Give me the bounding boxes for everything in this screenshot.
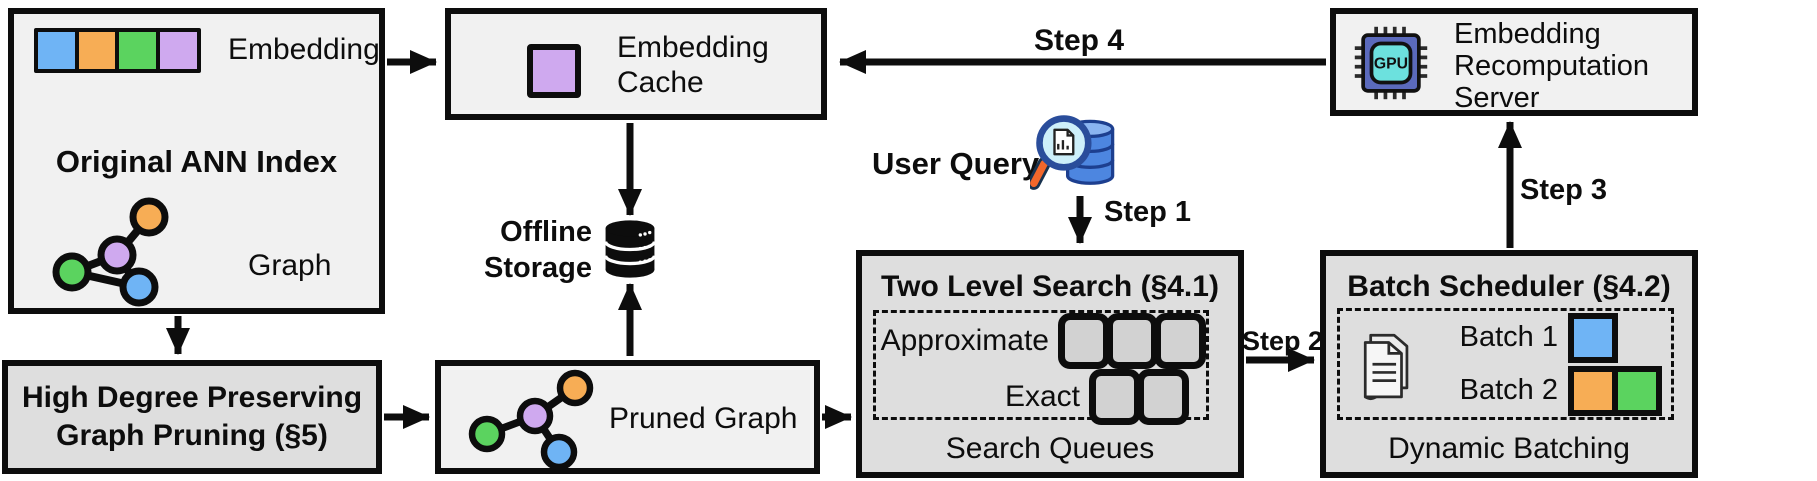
queue-slot-icon [1154, 313, 1206, 369]
approximate-queue-icons [1058, 313, 1206, 369]
query-pages-icon [1363, 333, 1409, 401]
embedding-cache-label: Embedding Cache [617, 31, 769, 99]
search-queues-panel: Approximate Exact [873, 310, 1209, 425]
batch-scheduler-title: Batch Scheduler (§4.2) [1347, 270, 1671, 303]
graph-label: Graph [248, 249, 332, 282]
query-search-icon [1030, 115, 1115, 190]
offline-storage-database-icon [603, 220, 657, 278]
offline-storage-label: Offline Storage [484, 216, 592, 284]
graph-pruning-box: High Degree Preserving Graph Pruning (§5… [2, 360, 382, 474]
batch1-label: Batch 1 [1459, 321, 1558, 353]
gpu-chip-text: GPU [1374, 56, 1408, 73]
batch2-row: Batch 2 [1428, 364, 1671, 417]
graph-icon [52, 197, 169, 307]
recomputation-server-label: Embedding Recomputation Server [1454, 18, 1650, 114]
two-level-search-box: Two Level Search (§4.1) Approximate Exac… [856, 250, 1244, 478]
search-queues-caption: Search Queues [945, 432, 1155, 465]
two-level-search-title: Two Level Search (§4.1) [881, 270, 1219, 303]
batch-scheduler-box: Batch Scheduler (§4.2) Batch 1 [1320, 250, 1698, 478]
embedding-cell [74, 28, 120, 73]
cached-embedding-icon [527, 44, 581, 98]
approximate-queue-row: Approximate [876, 313, 1206, 369]
ann-index-title: Original ANN Index [55, 144, 338, 179]
dynamic-batching-caption: Dynamic Batching [1388, 432, 1630, 465]
embedding-cell [115, 28, 160, 73]
gpu-chip-icon: GPU [1354, 26, 1428, 100]
exact-label: Exact [1004, 380, 1080, 413]
step2-label: Step 2 [1242, 326, 1324, 356]
step4-label: Step 4 [1034, 24, 1125, 57]
batch2-query-icon [1612, 365, 1662, 416]
pruned-graph-box: Pruned Graph [435, 360, 820, 474]
dynamic-batching-panel: Batch 1 Batch 2 [1337, 308, 1674, 420]
embedding-cell [34, 28, 79, 73]
step3-label: Step 3 [1520, 174, 1608, 206]
step1-label: Step 1 [1104, 196, 1192, 228]
batch2-icons [1568, 365, 1662, 416]
embedding-label: Embedding [228, 33, 380, 66]
graph-pruning-title: High Degree Preserving Graph Pruning (§5… [21, 381, 363, 452]
original-ann-index-box: Embedding Original ANN Index Graph [8, 8, 385, 314]
queue-slot-icon [1137, 369, 1189, 425]
exact-queue-row: Exact [876, 369, 1206, 425]
pruned-graph-label: Pruned Graph [609, 402, 798, 435]
queue-slot-icon [1106, 313, 1158, 369]
embedding-cache-box: Embedding Cache [445, 8, 827, 120]
exact-queue-icons [1089, 369, 1189, 425]
batch2-query-icon [1568, 365, 1618, 416]
pruned-graph-icon [468, 369, 594, 470]
batch1-query-icon [1568, 312, 1618, 363]
embedding-vector-icon [34, 28, 201, 73]
queue-slot-icon [1089, 369, 1141, 425]
queue-slot-icon [1058, 313, 1110, 369]
batch2-label: Batch 2 [1459, 374, 1558, 406]
user-query-label: User Query [872, 146, 1040, 181]
batch1-row: Batch 1 [1428, 311, 1671, 364]
embedding-cell [155, 28, 201, 73]
batch1-icons [1568, 312, 1618, 363]
approximate-label: Approximate [880, 324, 1049, 357]
recomputation-server-box: GPU Embedding Recomputation Server [1330, 8, 1698, 116]
